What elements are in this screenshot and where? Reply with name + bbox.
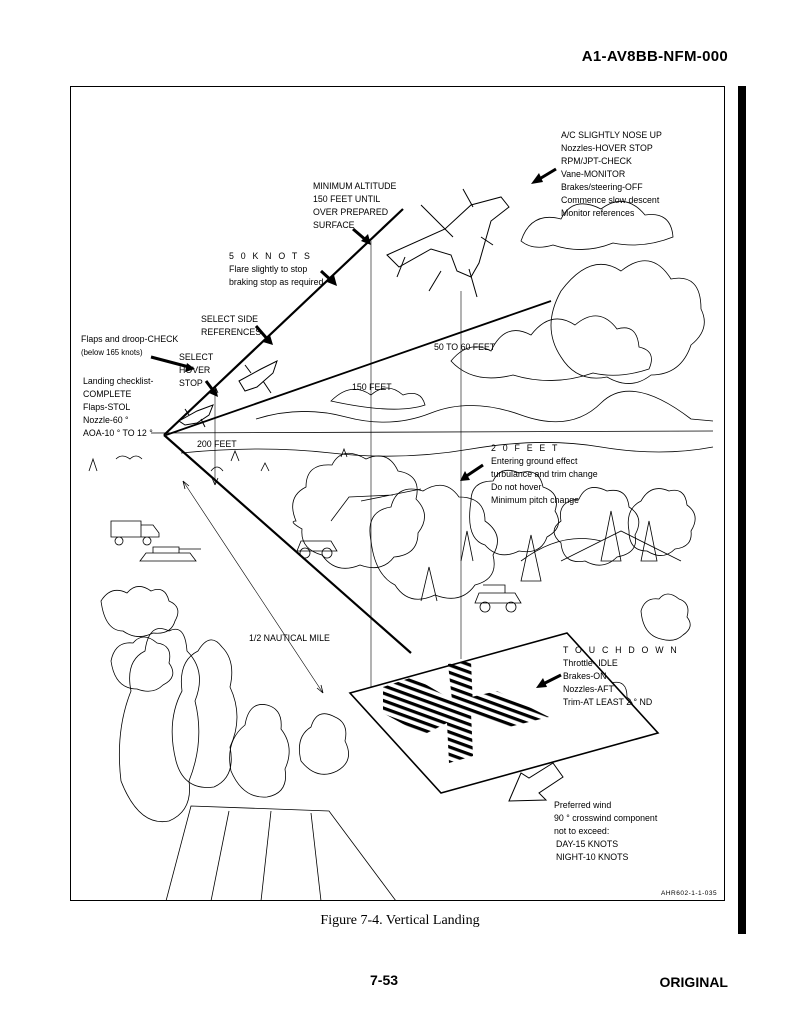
callout-20-feet-4: Do not hover: [491, 482, 541, 492]
callout-20-feet-5: Minimum pitch change: [491, 495, 579, 505]
glide-path: [163, 208, 404, 436]
callout-arrows: [150, 167, 564, 802]
callout-checklist-3: Flaps-STOL: [83, 402, 130, 412]
callout-min-alt-4: SURFACE: [313, 220, 355, 230]
callout-wind-3: not to exceed:: [554, 826, 609, 836]
vehicle-jeep: [296, 540, 338, 559]
callout-nose-up-6: Commence slow descent: [561, 195, 660, 205]
callout-flaps-2: (below 165 knots): [81, 348, 143, 357]
callout-touchdown-4: Nozzles-AFT: [563, 684, 614, 694]
callout-checklist-5: AOA-10 ° TO 12 °: [83, 428, 153, 438]
tree-cluster-2: [369, 484, 498, 600]
horizon-line: [150, 430, 714, 434]
callout-text: A/C SLIGHTLY NOSE UP Nozzles-HOVER STOP …: [81, 130, 717, 897]
callout-checklist-2: COMPLETE: [83, 389, 132, 399]
touchdown-x-mark: [383, 661, 549, 763]
aircraft-start: [178, 404, 214, 428]
callout-hover-stop-1: SELECT: [179, 352, 214, 362]
callout-nose-up-1: A/C SLIGHTLY NOSE UP: [561, 130, 662, 140]
callout-nose-up-7: Monitor references: [561, 208, 635, 218]
callout-touchdown-1: T O U C H D O W N: [563, 645, 679, 655]
arrow-flaps: [150, 355, 190, 369]
callout-nose-up-3: RPM/JPT-CHECK: [561, 156, 632, 166]
label-150-feet: 150 FEET: [352, 382, 392, 392]
aircraft-hover: [386, 188, 510, 298]
clouds: [450, 315, 652, 381]
ground-track-line: [163, 434, 412, 654]
callout-wind-2: 90 ° crosswind component: [554, 813, 658, 823]
callout-side-refs-2: REFERENCES: [201, 327, 261, 337]
callout-nose-up-5: Brakes/steering-OFF: [561, 182, 643, 192]
callout-checklist-1: Landing checklist-: [83, 376, 153, 386]
far-hills: [255, 390, 714, 423]
callout-touchdown-2: Throttle- IDLE: [563, 658, 618, 668]
wind-arrow: [508, 762, 564, 802]
arrow-20-feet: [464, 463, 484, 479]
change-bar: [738, 86, 746, 934]
callout-wind-4: DAY-15 KNOTS: [556, 839, 618, 849]
callout-50-knots-2: Flare slightly to stop: [229, 264, 307, 274]
clouds-mid: [330, 387, 426, 410]
distance-dimension: [182, 480, 324, 694]
revision-status: ORIGINAL: [659, 974, 728, 990]
callout-min-alt-3: OVER PREPARED: [313, 207, 388, 217]
callout-flaps-1: Flaps and droop-CHECK: [81, 334, 178, 344]
mountain-right: [560, 530, 682, 562]
callout-20-feet-1: 2 0 F E E T: [491, 443, 560, 453]
callout-wind-1: Preferred wind: [554, 800, 611, 810]
figure-code: AHR602-1-1-035: [661, 890, 717, 897]
callout-touchdown-3: Brakes-ON: [563, 671, 607, 681]
callout-wind-5: NIGHT-10 KNOTS: [556, 852, 628, 862]
side-reference-line: [165, 300, 552, 436]
aircraft-approach: [238, 360, 278, 394]
landing-pad: [348, 632, 660, 794]
callout-20-feet-2: Entering ground effect: [491, 456, 578, 466]
document-id: A1-AV8BB-NFM-000: [581, 48, 728, 65]
scenery: [88, 201, 714, 900]
callout-min-alt-2: 150 FEET UNTIL: [313, 194, 380, 204]
callout-50-knots-3: braking stop as required: [229, 277, 323, 287]
callout-50-knots-1: 5 0 K N O T S: [229, 251, 312, 261]
clouds-right: [550, 260, 705, 384]
vehicle-jeep-2: [474, 584, 522, 613]
callout-nose-up-4: Vane-MONITOR: [561, 169, 625, 179]
callout-side-refs-1: SELECT SIDE: [201, 314, 258, 324]
vehicle-tank: [139, 546, 201, 562]
figure-vertical-landing: A/C SLIGHTLY NOSE UP Nozzles-HOVER STOP …: [70, 86, 725, 901]
callout-20-feet-3: turbulance and trim change: [491, 469, 598, 479]
page-number: 7-53: [370, 972, 399, 988]
shed-roof: [165, 805, 396, 900]
callout-nose-up-2: Nozzles-HOVER STOP: [561, 143, 653, 153]
callout-hover-stop-3: STOP: [179, 378, 203, 388]
tree-cluster: [292, 452, 425, 569]
label-200-feet: 200 FEET: [197, 439, 237, 449]
callout-hover-stop-2: HOVER: [179, 365, 210, 375]
figure-caption: Figure 7-4. Vertical Landing: [320, 913, 480, 928]
bush-left: [100, 586, 179, 637]
callout-min-alt-1: MINIMUM ALTITUDE: [313, 181, 397, 191]
tall-tree-left: [118, 628, 200, 823]
mid-hills: [180, 442, 714, 457]
callout-touchdown-5: Trim-AT LEAST 2 ° ND: [563, 697, 652, 707]
label-50-60-feet: 50 TO 60 FEET: [434, 342, 496, 352]
label-half-nautical-mile: 1/2 NAUTICAL MILE: [249, 633, 330, 643]
vehicle-truck: [110, 520, 160, 546]
callout-checklist-4: Nozzle-60 °: [83, 415, 129, 425]
